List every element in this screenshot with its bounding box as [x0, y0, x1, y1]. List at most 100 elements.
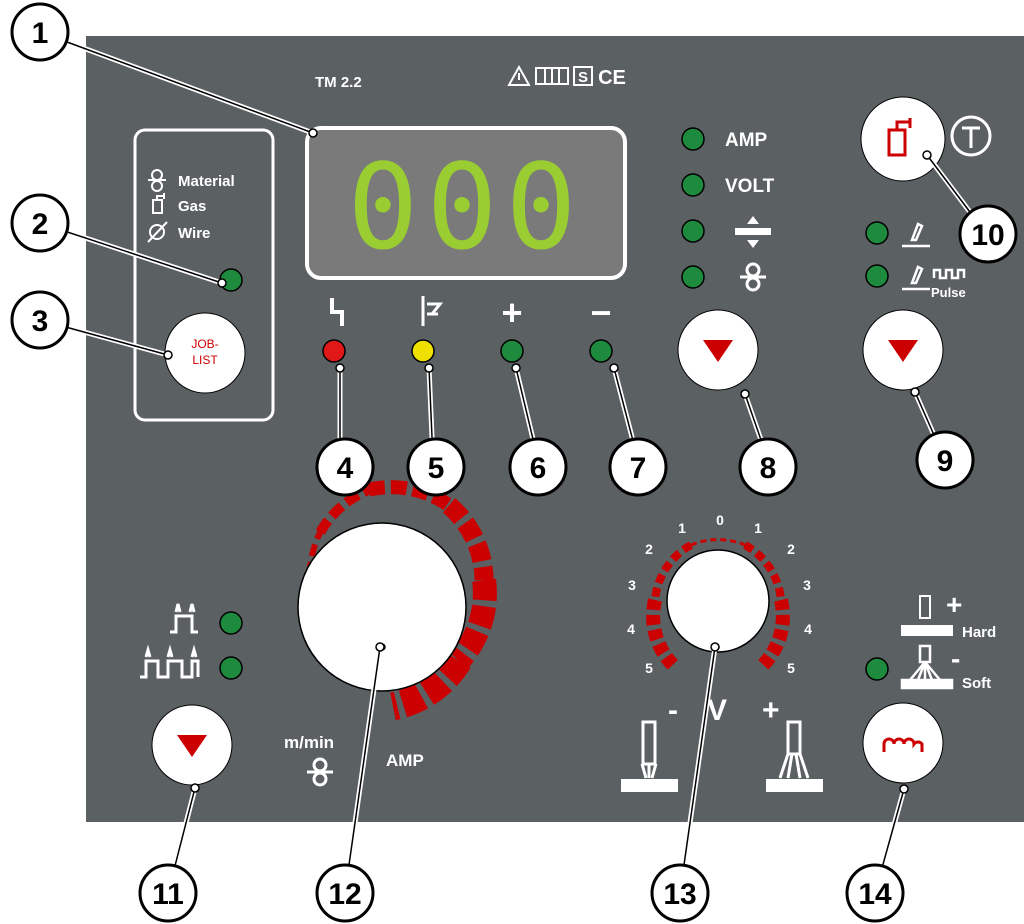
svg-text:S: S	[578, 69, 588, 86]
job-box	[133, 128, 275, 422]
led-plus	[500, 339, 524, 363]
callout-4: 4	[315, 437, 375, 497]
minus-sign: −	[590, 292, 611, 333]
svg-text:9: 9	[937, 445, 954, 478]
wire-speed-unit: m/min	[284, 733, 334, 752]
choke-hard: Hard	[962, 624, 996, 641]
soft-arc-icon	[900, 644, 954, 690]
volt-scale-right-5: 5	[787, 660, 795, 676]
svg-text:LIST: LIST	[192, 353, 218, 367]
led-thickness	[681, 219, 705, 243]
process-select-button[interactable]	[862, 309, 944, 391]
led-two-step	[219, 611, 243, 635]
choke-minus: -	[951, 643, 960, 674]
volt-scale-left-2: 2	[645, 541, 653, 557]
led-temperature	[411, 339, 435, 363]
main-knob-scale	[306, 480, 497, 721]
short-arc-base	[621, 779, 678, 792]
certification-marks-icon: S CE	[507, 64, 626, 89]
led-pulse	[865, 264, 889, 288]
mode-volt-label: VOLT	[725, 176, 775, 197]
svg-text:2: 2	[32, 208, 49, 241]
operating-mode-button[interactable]	[151, 704, 233, 786]
svg-text:10: 10	[971, 219, 1004, 252]
mode-amp-label: AMP	[725, 130, 768, 151]
choke-plus: +	[946, 589, 962, 620]
callout-14: 14	[845, 863, 905, 923]
plus-sign: +	[501, 292, 522, 333]
gas-icon	[152, 193, 165, 214]
leader-end-dots	[163, 128, 932, 794]
standard-weld-icon	[902, 222, 930, 248]
volt-scale-right-2: 2	[787, 541, 795, 557]
material-icon	[148, 169, 166, 192]
display-value: 000	[347, 138, 584, 276]
timer-icon	[950, 115, 992, 157]
callout-2: 2	[10, 193, 70, 253]
callout-7: 7	[608, 437, 668, 497]
choke-soft: Soft	[962, 675, 991, 692]
callout-9: 9	[915, 430, 975, 490]
volt-knob-scale	[646, 538, 790, 674]
material-thickness-icon	[735, 216, 771, 248]
callout-1: 1	[10, 2, 70, 62]
svg-text:11: 11	[152, 878, 184, 911]
volt-scale-left-1: 1	[678, 520, 686, 536]
callout-5: 5	[406, 437, 466, 497]
long-arc-base	[766, 779, 823, 792]
svg-text:13: 13	[663, 878, 696, 911]
svg-text:8: 8	[760, 452, 777, 485]
volt-minus: -	[668, 694, 678, 727]
wire-diameter-icon	[147, 221, 168, 243]
two-step-icon	[170, 603, 198, 634]
short-arc-icon	[640, 720, 658, 779]
job-list-button[interactable]: JOB- LIST	[164, 312, 246, 394]
display-frame	[305, 126, 627, 280]
svg-text:3: 3	[32, 305, 49, 338]
led-overheat	[322, 339, 346, 363]
wire-speed-icon	[307, 757, 333, 787]
job-item-wire: Wire	[178, 225, 210, 242]
volt-scale-left-5: 5	[645, 660, 653, 676]
main-knob[interactable]	[297, 522, 467, 692]
svg-text:12: 12	[328, 878, 361, 911]
led-four-step	[219, 656, 243, 680]
volt-plus: +	[762, 694, 780, 727]
volt-knob[interactable]	[666, 549, 770, 653]
hard-arc-icon	[901, 595, 953, 636]
svg-text:1: 1	[32, 17, 49, 50]
svg-text:JOB-: JOB-	[191, 337, 218, 351]
led-amp	[681, 127, 705, 151]
pulse-weld-icon	[902, 265, 966, 291]
svg-text:4: 4	[337, 452, 354, 485]
led-choke	[865, 657, 889, 681]
volt-symbol: V	[707, 694, 727, 727]
choke-button[interactable]	[862, 702, 944, 784]
four-step-icon	[140, 644, 200, 679]
svg-text:6: 6	[530, 452, 547, 485]
job-item-gas: Gas	[178, 198, 206, 215]
svg-text:7: 7	[630, 452, 647, 485]
mode-select-button[interactable]	[677, 309, 759, 391]
wire-feed-icon	[740, 262, 766, 292]
model-label: TM 2.2	[315, 74, 362, 91]
current-unit: AMP	[386, 751, 424, 770]
callout-10: 10	[958, 204, 1018, 264]
job-item-material: Material	[178, 173, 235, 190]
callout-6: 6	[508, 437, 568, 497]
long-arc-icon	[778, 720, 810, 779]
callout-13: 13	[650, 863, 710, 923]
callout-12: 12	[315, 863, 375, 923]
gas-test-button[interactable]	[860, 96, 946, 182]
pulse-label: Pulse	[931, 285, 966, 300]
svg-text:CE: CE	[598, 67, 626, 89]
svg-text:5: 5	[428, 452, 445, 485]
overheat-lightning-icon	[330, 298, 344, 326]
led-standard	[865, 221, 889, 245]
thermometer-icon	[421, 296, 444, 326]
volt-scale-right-4: 4	[804, 621, 812, 637]
volt-scale-right-1: 1	[754, 520, 762, 536]
led-minus	[589, 339, 613, 363]
volt-scale-left-3: 3	[628, 577, 636, 593]
